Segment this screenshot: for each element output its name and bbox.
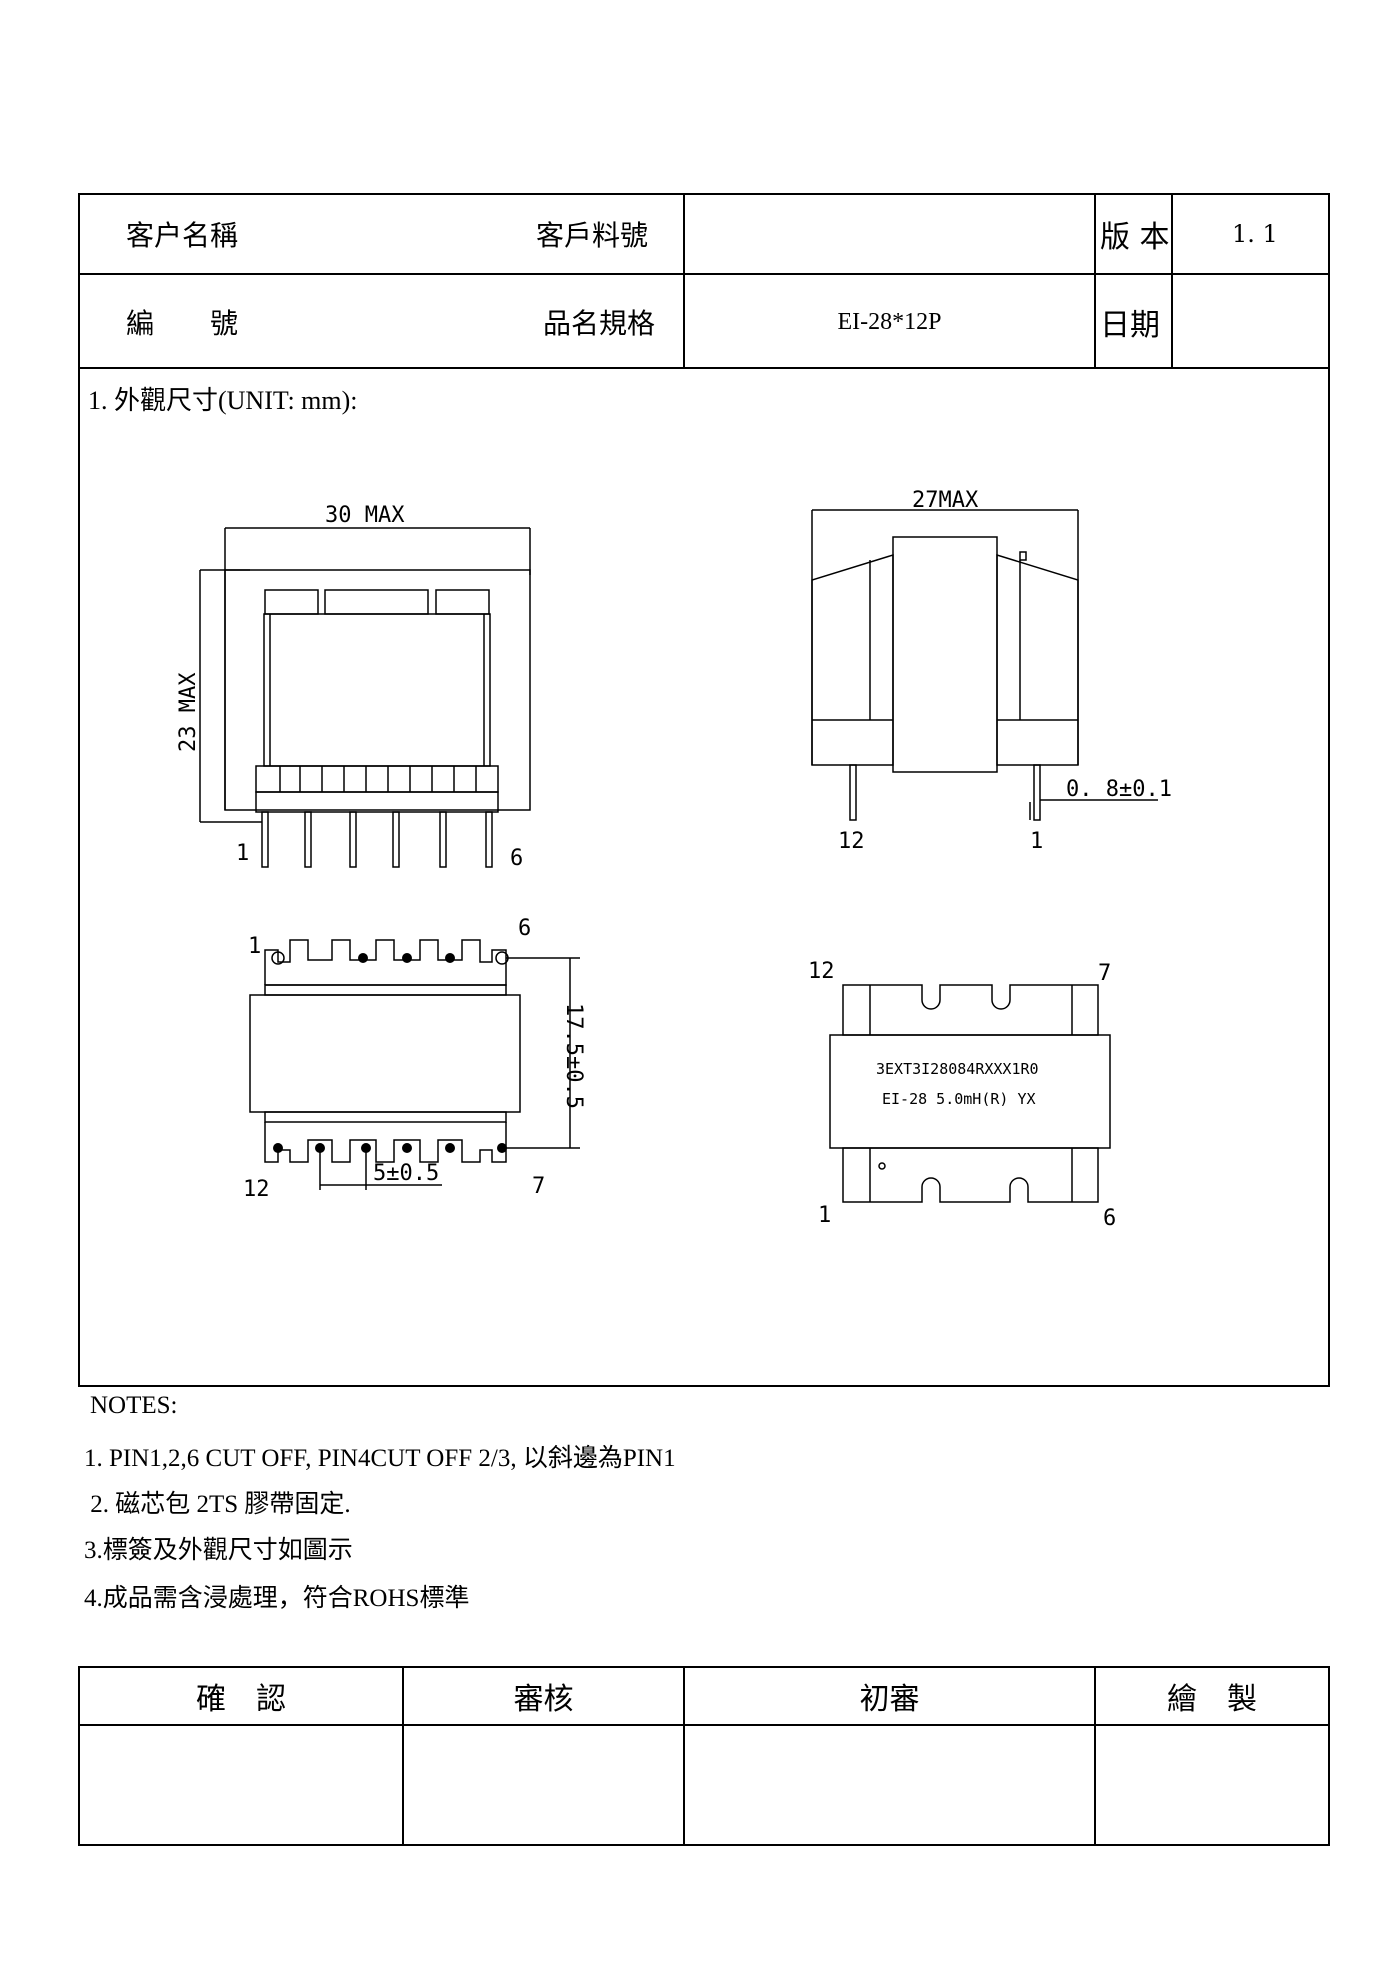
code-label: 編 號 [126,307,239,340]
approval-confirm-label: 確 認 [196,1682,286,1717]
front-view [199,527,531,868]
header-col-divider-2 [1094,193,1096,369]
header-col-divider-3 [1171,193,1173,369]
side-pin-left: 12 [838,829,865,854]
header-row-divider [78,273,1330,275]
label-view [829,984,1111,1203]
bottom-span-dim: 17.5±0.5 [561,1003,586,1109]
bottom-pin-6: 6 [518,916,531,941]
bottom-pin-12: 12 [243,1177,270,1202]
approval-drawn-label: 繪 製 [1167,1682,1257,1717]
note-3: 3.標簽及外觀尺寸如圖示 [84,1537,353,1564]
date-label: 日期 [1100,308,1160,343]
spec-label: 品名規格 [543,307,656,340]
approval-first-review-label: 初審 [859,1682,920,1717]
approval-col-divider-2 [683,1666,685,1846]
version-value: 1. 1 [1232,220,1278,248]
bottom-pitch-dim: 5±0.5 [373,1161,439,1186]
approval-table [78,1666,1330,1846]
label-text-line2: EI-28 5.0mH(R) YX [882,1090,1036,1108]
bottom-view [249,939,580,1190]
label-pin-6: 6 [1103,1206,1116,1231]
bottom-pin-7: 7 [532,1174,545,1199]
approval-col-divider-1 [402,1666,404,1846]
customer-name-label: 客户名稱 [126,219,239,252]
version-label: 版 本 [1100,220,1170,255]
label-pin-1: 1 [818,1203,831,1228]
note-1: 1. PIN1,2,6 CUT OFF, PIN4CUT OFF 2/3, 以斜… [84,1445,676,1472]
front-height-dim: 23 MAX [176,672,201,752]
note-4: 4.成品需含浸處理，符合ROHS標準 [84,1585,470,1612]
front-width-dim: 30 MAX [325,503,405,528]
drawing-area [78,367,1330,1387]
side-pin-right: 1 [1030,829,1043,854]
label-text-line1: 3EXT3I28084RXXX1R0 [876,1060,1039,1078]
label-pin-7: 7 [1098,961,1111,986]
spec-value: EI-28*12P [837,308,942,335]
approval-review-label: 審核 [513,1682,574,1717]
section-title: 1. 外觀尺寸(UNIT: mm): [88,386,358,415]
side-pin-dim: 0. 8±0.1 [1066,777,1172,802]
approval-col-divider-3 [1094,1666,1096,1846]
customer-part-label: 客戶料號 [536,219,649,252]
approval-row-divider [78,1724,1330,1726]
header-col-divider-1 [683,193,685,369]
front-pin-left: 1 [236,841,249,866]
bottom-pin-1: 1 [248,934,261,959]
side-view [811,509,1158,821]
note-2: 2. 磁芯包 2TS 膠帶固定. [84,1491,351,1518]
bottom-view-pins [273,953,507,1153]
side-width-dim: 27MAX [912,488,979,513]
label-pin-12: 12 [808,959,835,984]
notes-title: NOTES: [90,1392,178,1419]
front-pin-right: 6 [510,846,523,871]
